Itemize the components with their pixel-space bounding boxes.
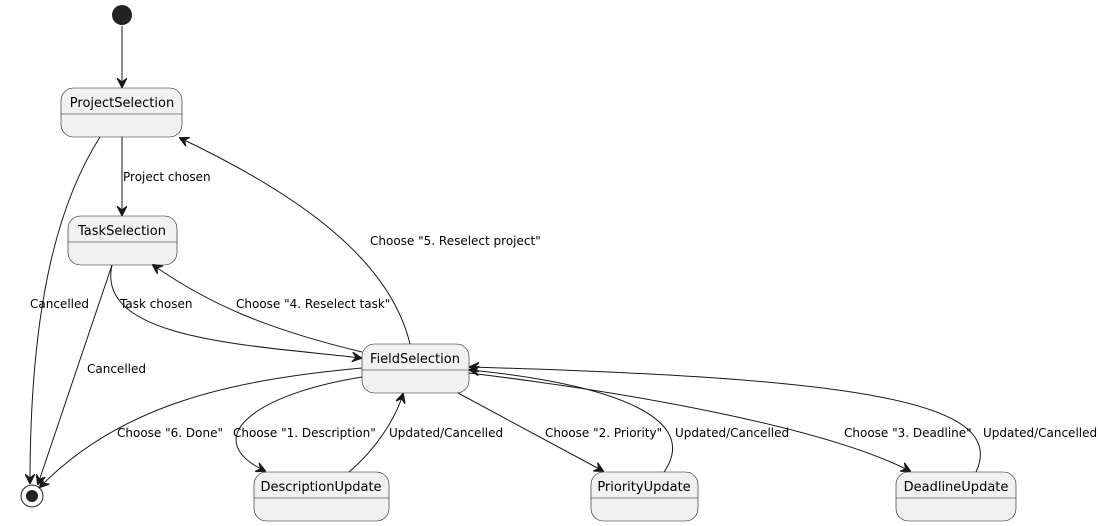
edge-choose-priority bbox=[457, 392, 603, 471]
label-description-updated: Updated/Cancelled bbox=[389, 426, 503, 440]
initial-state bbox=[112, 5, 132, 25]
state-deadline-update: DeadlineUpdate bbox=[895, 471, 1017, 522]
edge-description-updated bbox=[348, 394, 403, 473]
label-choose-deadline: Choose "3. Deadline" bbox=[844, 426, 972, 440]
state-priority-update: PriorityUpdate bbox=[590, 471, 699, 522]
label-reselect-task: Choose "4. Reselect task" bbox=[236, 297, 390, 311]
label-choose-description: Choose "1. Description" bbox=[233, 426, 376, 440]
edge-choose-description bbox=[235, 376, 363, 471]
label-reselect-project: Choose "5. Reselect project" bbox=[370, 234, 541, 248]
state-field-selection: FieldSelection bbox=[361, 343, 470, 394]
state-task-selection: TaskSelection bbox=[67, 215, 178, 266]
edge-reselect-task bbox=[153, 265, 363, 353]
label-done: Choose "6. Done" bbox=[117, 426, 223, 440]
state-description-update: DescriptionUpdate bbox=[253, 471, 390, 522]
state-label-field-selection: FieldSelection bbox=[370, 352, 460, 367]
final-state bbox=[20, 484, 44, 508]
edge-reselect-project bbox=[180, 138, 411, 345]
label-deadline-updated: Updated/Cancelled bbox=[983, 426, 1097, 440]
state-label-deadline-update: DeadlineUpdate bbox=[904, 480, 1009, 495]
edge-priority-updated bbox=[470, 370, 674, 473]
edge-deadline-updated bbox=[470, 367, 981, 473]
state-label-priority-update: PriorityUpdate bbox=[597, 480, 690, 495]
edge-task-cancelled bbox=[38, 264, 113, 484]
state-label-project-selection: ProjectSelection bbox=[70, 96, 174, 111]
label-priority-updated: Updated/Cancelled bbox=[675, 426, 789, 440]
edge-done bbox=[40, 367, 363, 487]
label-project-cancelled: Cancelled bbox=[30, 297, 89, 311]
state-label-task-selection: TaskSelection bbox=[77, 224, 166, 239]
label-task-chosen: Task chosen bbox=[119, 297, 193, 311]
label-task-cancelled: Cancelled bbox=[87, 362, 146, 376]
edge-project-cancelled bbox=[30, 136, 101, 483]
label-choose-priority: Choose "2. Priority" bbox=[545, 426, 662, 440]
state-project-selection: ProjectSelection bbox=[60, 87, 183, 138]
state-label-description-update: DescriptionUpdate bbox=[260, 480, 381, 495]
edge-choose-deadline bbox=[468, 372, 910, 471]
label-project-chosen: Project chosen bbox=[123, 170, 211, 184]
edge-task-chosen bbox=[110, 264, 361, 358]
